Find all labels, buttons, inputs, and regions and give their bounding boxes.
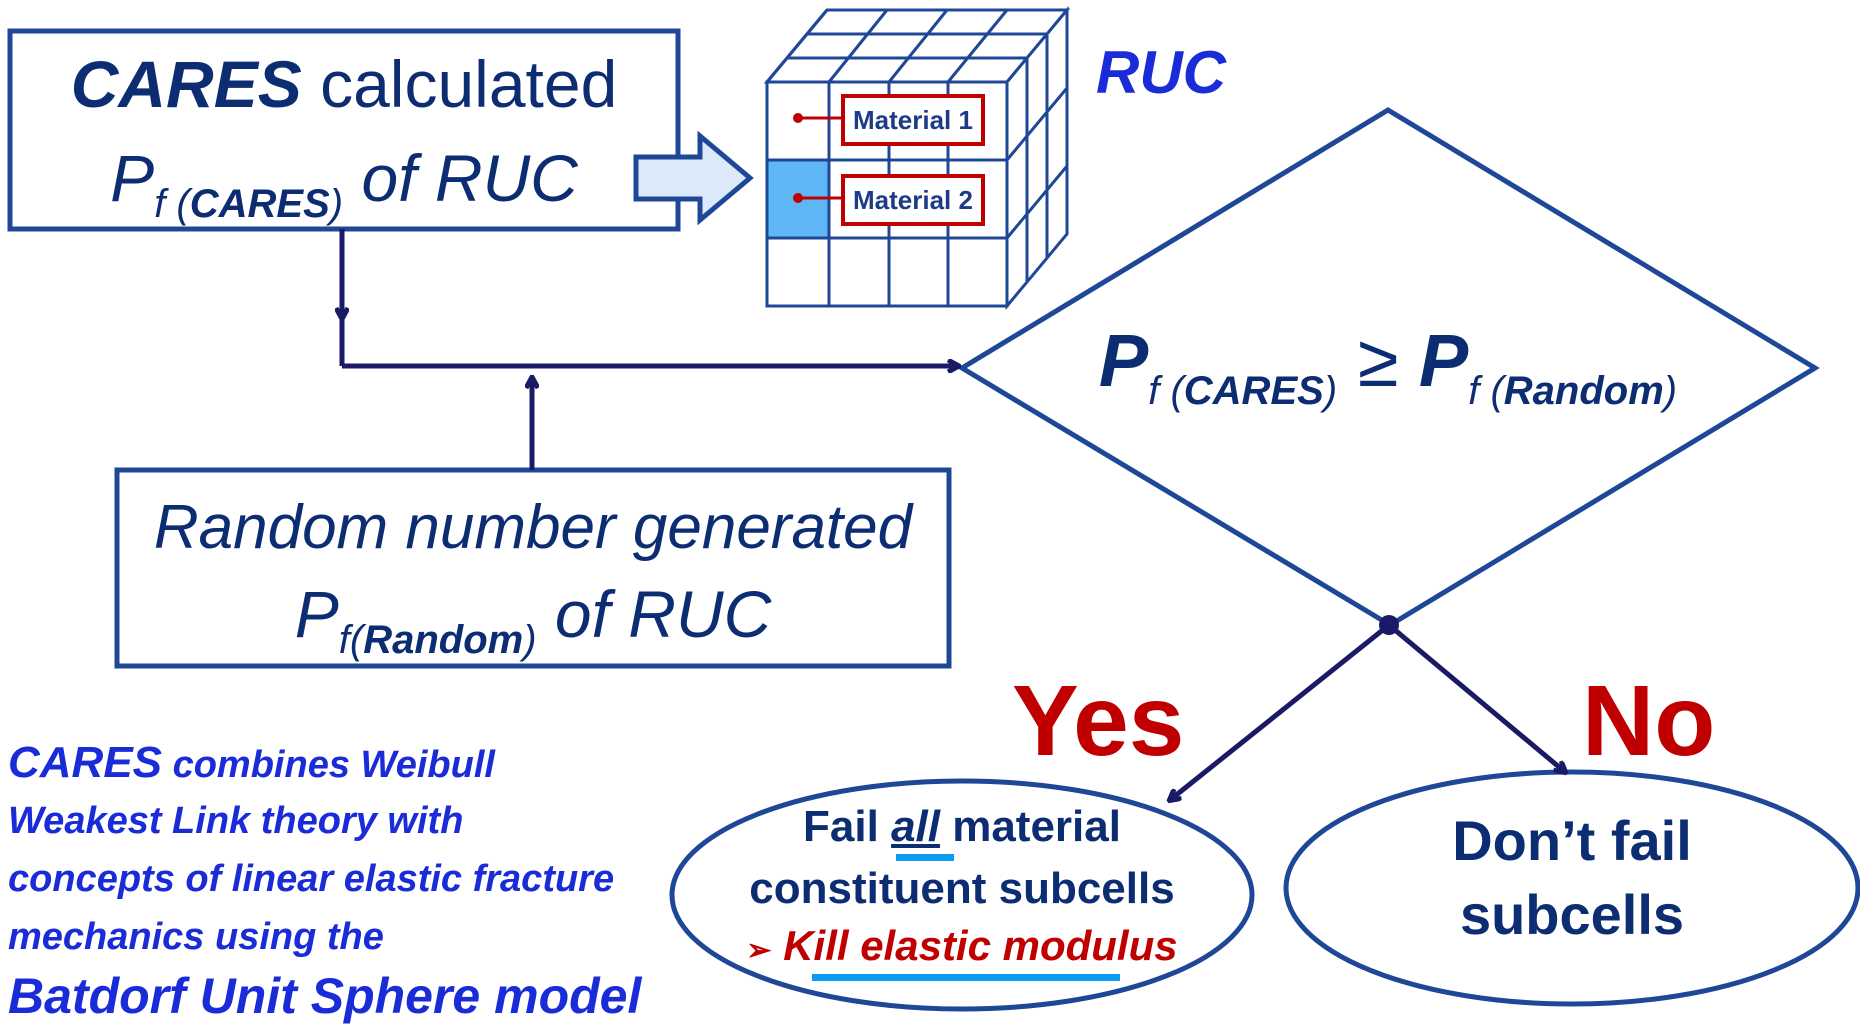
material-callouts [793,94,985,226]
cares-p-symbol: P [110,141,155,215]
cares-box-formula: Pf (CARES) of RUC [10,138,678,228]
decision-sub2-f: f ( [1468,369,1504,413]
decision-sub2-name: Random [1503,369,1664,413]
cares-box-title: CARES calculated [10,44,678,124]
ruc-label: RUC [1096,39,1226,106]
cares-sub-close: ) [329,182,344,226]
yes-outcome-pre: Fail [803,802,892,851]
random-sub-name: Random [363,618,524,662]
cares-box [7,28,681,232]
kill-modulus-text: Kill elastic modulus [783,922,1178,969]
random-box-title: Random number generated [153,493,913,562]
no-outcome-ellipse [1283,769,1860,1007]
no-branch-arrow [1387,623,1565,772]
cares-sub-f: f ( [154,182,190,226]
decision-condition: Pf (CARES) ≥ Pf (Random) [1010,316,1766,418]
cares-sub-name: CARES [189,182,330,226]
note-bold: CARES [8,738,163,787]
no-label: No [1582,665,1716,777]
decision-sub1-f: f ( [1148,369,1184,413]
random-box-formula: Pf(Random) of RUC [117,574,949,664]
decision-p1: P [1098,319,1149,402]
yes-outcome-ellipse [669,778,1255,1012]
yes-outcome-line3: ➢ Kill elastic modulus [700,918,1224,979]
random-sub-close: ) [523,618,537,662]
no-outcome-line1: Don’t fail [1452,809,1692,872]
cares-box-bold: CARES [70,47,302,121]
material-1-label: Material 1 [853,105,973,135]
note-line2: Weakest Link theory with [8,800,464,842]
kill-modulus-underline [812,974,1120,981]
yes-outcome-line2: constituent subcells [749,864,1175,913]
yes-branch-arrow [1170,623,1391,800]
decision-p2: P [1418,319,1469,402]
block-arrow [633,130,754,226]
random-box-tail: of RUC [536,577,772,651]
decision-operator: ≥ [1357,319,1399,402]
material-2-label: Material 2 [853,185,973,215]
decision-sub1-close: ) [1323,369,1338,413]
decision-sub2-close: ) [1663,369,1678,413]
note-line1: CARES combines Weibull [8,738,495,790]
ruc-cube [763,5,1071,311]
decision-sub1-name: CARES [1183,369,1324,413]
bullet-arrow-icon: ➢ [746,934,772,967]
material-1-box [841,94,985,146]
yes-outcome-emph: all [891,802,940,851]
yes-label: Yes [1012,665,1185,777]
no-outcome-line2: subcells [1459,883,1685,946]
note-l1: combines Weibull [162,744,495,786]
random-p-symbol: P [294,577,339,651]
yes-outcome-line1: Fail all material [700,798,1224,856]
cares-box-tail: of RUC [343,141,578,215]
note-line5: Batdorf Unit Sphere model [8,968,642,1024]
note-line4: mechanics using the [8,916,384,958]
yes-outcome-post: material [939,802,1121,851]
random-sub-f: f( [338,618,364,662]
decision-junction-dot [1379,615,1399,635]
all-underline [896,854,954,861]
note-line3: concepts of linear elastic fracture [8,858,615,900]
cares-box-rest: calculated [301,47,618,121]
material-2-box [841,174,985,226]
random-box [114,467,952,669]
